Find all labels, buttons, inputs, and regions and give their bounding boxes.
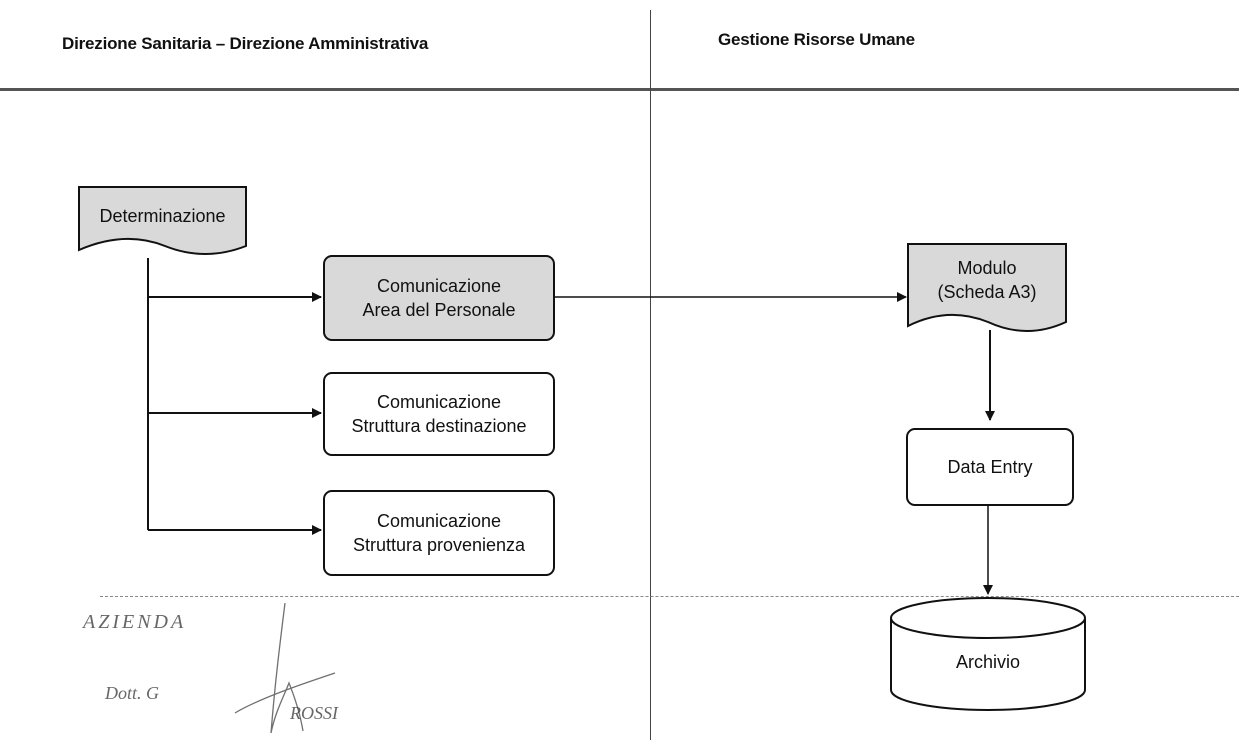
signature-stamp: AZIENDA Dott. G ROSSI [75, 603, 435, 738]
archivio-cylinder-top [890, 597, 1086, 639]
archivio-cylinder-shape [890, 618, 1086, 711]
comunicazione-personale-line1: Comunicazione [376, 276, 502, 296]
signature-scribble [234, 603, 336, 734]
comunicazione-area-personale-box: Comunicazione Area del Personale [323, 255, 555, 341]
lane-title-risorse-umane: Gestione Risorse Umane [718, 30, 915, 49]
comunicazione-destinazione-line2: Struttura destinazione [351, 416, 527, 436]
comunicazione-struttura-provenienza-box: Comunicazione Struttura provenienza [323, 490, 555, 576]
header-separator [0, 88, 1239, 91]
determinazione-document-shape [78, 186, 247, 255]
modulo-label-line1: Modulo [957, 258, 1017, 278]
stamp-line-1: AZIENDA [83, 611, 187, 633]
modulo-label-line2: (Scheda A3) [937, 282, 1037, 302]
determinazione-label: Determinazione [99, 206, 226, 226]
comunicazione-provenienza-line1: Comunicazione [376, 511, 502, 531]
lane-divider [650, 10, 651, 740]
stamp-line-2: Dott. G [105, 683, 159, 703]
data-entry-label: Data Entry [947, 457, 1033, 477]
comunicazione-struttura-destinazione-box: Comunicazione Struttura destinazione [323, 372, 555, 456]
archivio-label: Archivio [955, 652, 1021, 672]
lane-title-direzione: Direzione Sanitaria – Direzione Amminist… [62, 34, 429, 53]
comunicazione-personale-line2: Area del Personale [362, 300, 516, 320]
modulo-document-shape [907, 243, 1067, 332]
comunicazione-provenienza-line2: Struttura provenienza [352, 535, 526, 555]
data-entry-box: Data Entry [906, 428, 1074, 506]
modulo-label: Modulo (Scheda A3) [908, 256, 1066, 304]
comunicazione-destinazione-line1: Comunicazione [376, 392, 502, 412]
bottom-separator [100, 596, 1239, 597]
stamp-line-3: ROSSI [290, 703, 338, 723]
